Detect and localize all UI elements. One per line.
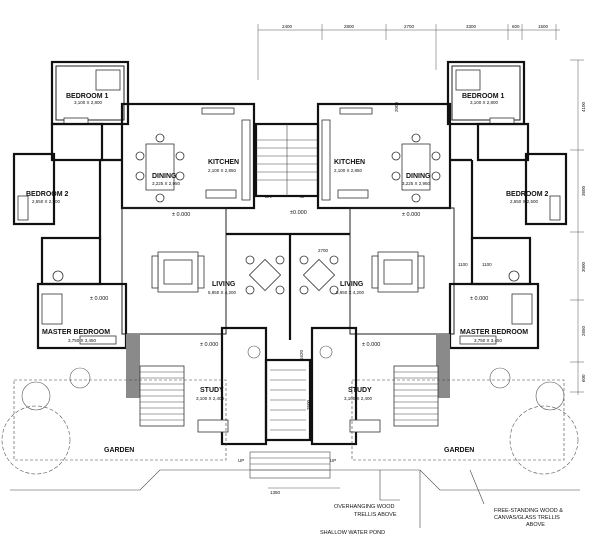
entry-up-left: UP xyxy=(238,458,244,463)
level-study-right: ± 0.000 xyxy=(362,342,380,348)
dim-stair-left: 1620 xyxy=(299,349,304,360)
dim-top-3: 2700 xyxy=(404,24,415,29)
bedroom2-right-size: 2,550 X 2,500 xyxy=(510,199,539,204)
dim-top-5: 600 xyxy=(512,24,520,29)
master-right-name: MASTER BEDROOM xyxy=(460,329,528,336)
bedroom2-right-name: BEDROOM 2 xyxy=(506,191,549,198)
study-left-name: STUDY xyxy=(200,387,224,394)
dim-top-2: 2800 xyxy=(344,24,355,29)
stair-dn-label: DN xyxy=(265,194,272,199)
notes: OVERHANGING WOOD TRELLIS ABOVE SHALLOW W… xyxy=(320,469,563,536)
study-right-size: 3,100 X 2,400 xyxy=(344,396,373,401)
master-left-name: MASTER BEDROOM xyxy=(42,329,110,336)
misc-dimensions: 1100 1100 1350 xyxy=(268,262,492,495)
left-walkway xyxy=(139,365,185,427)
dining-left-name: DINING xyxy=(152,173,177,180)
dining-left-size: 3,225 X 2,950 xyxy=(152,181,181,186)
dim-right-4: 2650 xyxy=(581,325,586,336)
left-room-labels: BEDROOM 1 3,100 X 2,800 BEDROOM 2 2,550 … xyxy=(26,93,239,454)
bedroom1-left-name: BEDROOM 1 xyxy=(66,93,109,100)
living-left-name: LIVING xyxy=(212,281,236,288)
level-master-right: ± 0.000 xyxy=(470,296,488,302)
dim-right-5: 600 xyxy=(581,374,586,382)
living-right-name: LIVING xyxy=(340,281,364,288)
dim-wall-2: 1100 xyxy=(482,262,492,267)
bedroom2-left-name: BEDROOM 2 xyxy=(26,191,69,198)
dim-top-left-small: 2000 xyxy=(394,101,399,112)
pond-note: SHALLOW WATER POND xyxy=(320,530,385,536)
site-boundary xyxy=(10,469,580,491)
dim-top-4: 3300 xyxy=(466,24,477,29)
center-tables xyxy=(245,255,339,295)
kitchen-left-name: KITCHEN xyxy=(208,159,239,166)
garden-right-name: GARDEN xyxy=(444,447,474,454)
kitchen-right-name: KITCHEN xyxy=(334,159,365,166)
dim-right-2: 3600 xyxy=(581,185,586,196)
master-right-size: 3,750 X 3,450 xyxy=(474,338,503,343)
living-left-size: 5,950 X 4,200 xyxy=(208,290,237,295)
level-markers: ± 0.000 ± 0.000 ± 0.000 ± 0.000 ± 0.000 … xyxy=(90,212,488,348)
tree-group xyxy=(1,345,579,475)
trellis-note-line1: OVERHANGING WOOD xyxy=(334,504,395,510)
dim-stair-mid: 2700 xyxy=(318,248,329,253)
stair-level: ±0.000 xyxy=(290,210,307,216)
level-study-left: ± 0.000 xyxy=(200,342,218,348)
level-master-left: ± 0.000 xyxy=(90,296,108,302)
entry-up-right: UP xyxy=(330,458,336,463)
study-right-name: STUDY xyxy=(348,387,372,394)
top-dimension-line: 2400 2800 2700 3300 600 1500 xyxy=(257,24,560,80)
stair-up-label: UP xyxy=(300,194,306,199)
right-dimension-line: 4100 3600 3000 2650 600 xyxy=(570,59,586,395)
dim-right-3: 3000 xyxy=(581,261,586,272)
right-walkway xyxy=(393,365,439,427)
level-dining-left: ± 0.000 xyxy=(172,212,190,218)
left-unit-walls xyxy=(12,60,268,461)
free-trellis-line2: CANVAS/GLASS TRELLIS xyxy=(494,515,560,521)
dim-right-1: 4100 xyxy=(581,101,586,112)
kitchen-left-size: 2,100 X 2,850 xyxy=(208,168,237,173)
dining-right-size: 3,225 X 2,950 xyxy=(402,181,431,186)
level-dining-right: ± 0.000 xyxy=(402,212,420,218)
bedroom2-left-size: 2,550 X 2,500 xyxy=(32,199,61,204)
central-stair: DN UP UP UP ±0.000 2700 1620 2500 2000 xyxy=(226,101,399,479)
kitchen-right-size: 2,100 X 2,850 xyxy=(334,168,363,173)
free-trellis-line1: FREE-STANDING WOOD & xyxy=(494,508,563,514)
bedroom1-left-size: 3,100 X 2,800 xyxy=(74,100,103,105)
dim-top-1: 2400 xyxy=(282,24,293,29)
bedroom1-right-size: 3,100 X 2,800 xyxy=(470,100,499,105)
dim-bottom: 1350 xyxy=(270,490,281,495)
right-unit-walls xyxy=(310,60,568,461)
trellis-note-line2: TRELLIS ABOVE xyxy=(354,512,397,518)
living-right-size: 5,950 X 4,200 xyxy=(336,290,365,295)
dining-right-name: DINING xyxy=(406,173,431,180)
dim-stair-low: 2500 xyxy=(306,399,311,410)
bedroom1-right-name: BEDROOM 1 xyxy=(462,93,505,100)
master-left-size: 3,750 X 3,450 xyxy=(68,338,97,343)
garden-left-name: GARDEN xyxy=(104,447,134,454)
dim-wall-1: 1100 xyxy=(458,262,468,267)
free-trellis-line3: ABOVE xyxy=(526,522,545,528)
dim-top-6: 1500 xyxy=(538,24,549,29)
study-left-size: 3,100 X 2,400 xyxy=(196,396,225,401)
right-room-labels: BEDROOM 1 3,100 X 2,800 BEDROOM 2 2,550 … xyxy=(334,93,549,454)
